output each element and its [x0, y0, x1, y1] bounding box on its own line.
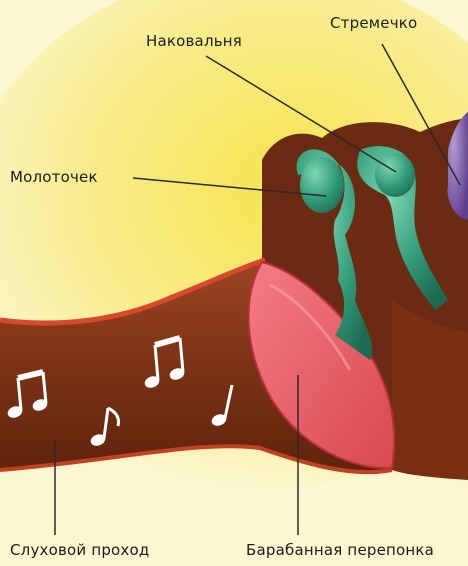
label-stapes: Стремечко	[330, 14, 417, 32]
incus-body	[375, 153, 415, 197]
label-ear-canal: Слуховой проход	[10, 541, 149, 559]
label-eardrum: Барабанная перепонка	[246, 541, 434, 559]
malleus-head	[300, 157, 344, 213]
label-incus: Наковальня	[146, 32, 242, 50]
label-malleus: Молоточек	[10, 168, 98, 186]
